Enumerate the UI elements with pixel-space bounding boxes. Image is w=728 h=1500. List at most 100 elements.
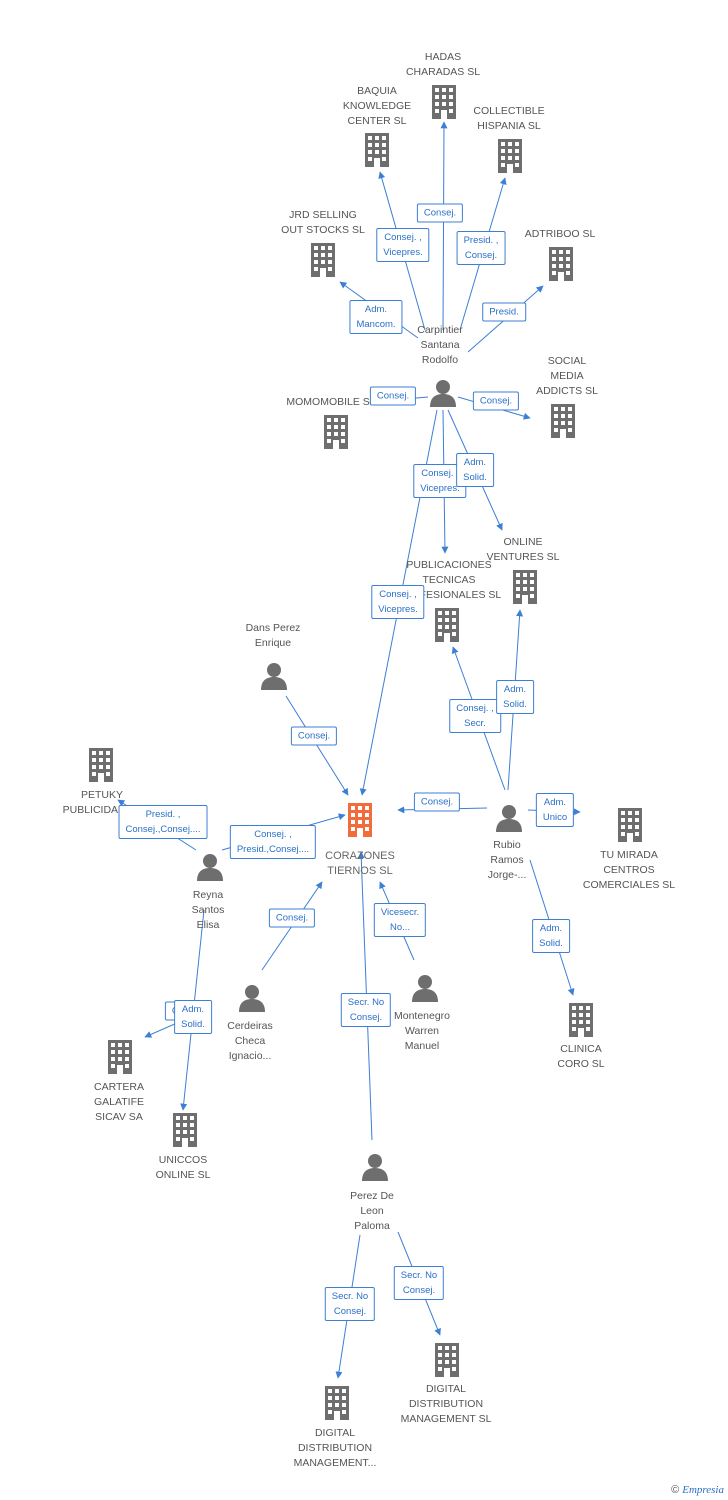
brand-logo[interactable]: Empresia	[682, 1484, 724, 1496]
edge-label-carpintier-to-momomobile[interactable]: Consej.	[369, 386, 417, 406]
node-label-line: CLINICA	[560, 1043, 602, 1055]
building-icon-petuky[interactable]	[89, 748, 113, 782]
node-label-line: Ignacio...	[228, 1050, 272, 1062]
building-icon-clinica[interactable]	[569, 1003, 593, 1037]
edge-label-cerdeiras-to-center[interactable]: Consej.	[268, 908, 316, 928]
edge-label-reyna-to-center[interactable]: Consej. ,Presid.,Consej....	[229, 825, 317, 859]
edge-label-reyna-to-uniccos[interactable]: Adm.Solid.	[174, 1000, 212, 1034]
edge-role-text: Presid.	[489, 306, 519, 318]
building-icon-momomobile[interactable]	[324, 415, 348, 449]
building-icon-social[interactable]	[551, 404, 575, 438]
edge-label-carpintier-to-center[interactable]: Consej. ,Vicepres.	[371, 585, 425, 619]
edge-role-text: Consej.	[420, 796, 454, 808]
building-icon-publicaciones[interactable]	[435, 608, 459, 642]
edge-label-carpintier-to-social[interactable]: Consej.	[472, 391, 520, 411]
edge-label-rubio-to-tumirada[interactable]: Adm.Unico	[535, 793, 575, 827]
node-label-line: SOCIAL	[547, 355, 587, 367]
edge-role-text: Consej.,Consej....	[125, 824, 201, 835]
building-icon-collectible[interactable]	[498, 139, 522, 173]
node-label-line: ONLINE SL	[155, 1169, 211, 1181]
edge-role-text: No...	[389, 922, 411, 933]
person-icon-rubio[interactable]	[496, 805, 522, 832]
building-icon-baquia[interactable]	[365, 133, 389, 167]
node-label-line: Elisa	[196, 919, 220, 931]
building-icon-cartera[interactable]	[108, 1040, 132, 1074]
edge-label-carpintier-to-adtriboo[interactable]: Presid.	[482, 302, 526, 322]
node-label-line: Santos	[191, 904, 225, 916]
building-icon-digital1[interactable]	[435, 1343, 459, 1377]
edge-label-dans-to-center[interactable]: Consej.	[290, 726, 338, 746]
edge-role-text: Presid.,Consej....	[236, 844, 310, 855]
building-icon-adtriboo[interactable]	[549, 247, 573, 281]
person-icon-cerdeiras[interactable]	[239, 985, 265, 1012]
node-label-line: MANAGEMENT SL	[400, 1413, 492, 1425]
edge-role-text: Adm.	[539, 923, 563, 934]
edge-carpintier-to-hadas	[440, 121, 448, 331]
copyright-icon: ©	[671, 1484, 680, 1496]
node-label-line: Checa	[234, 1035, 266, 1047]
edge-label-rubio-to-publicaciones[interactable]: Consej. ,Secr.	[449, 699, 501, 733]
building-icon-uniccos[interactable]	[173, 1113, 197, 1147]
node-label-line: SICAV SA	[95, 1111, 143, 1123]
edge-label-carpintier-to-online[interactable]: Adm.Solid.	[456, 453, 494, 487]
person-icon-reyna[interactable]	[197, 854, 223, 881]
node-label-line: Dans Perez	[245, 622, 301, 634]
building-icon-hadas[interactable]	[432, 85, 456, 119]
edge-label-rubio-to-online[interactable]: Adm.Solid.	[496, 680, 534, 714]
building-icon-tumirada[interactable]	[618, 808, 642, 842]
edge-label-rubio-to-clinica[interactable]: Adm. Solid.	[532, 919, 570, 953]
node-label-line: Rubio	[493, 839, 521, 851]
footer: © Empresia	[671, 1484, 724, 1496]
node-label-line: Reyna	[192, 889, 224, 901]
edge-role-text: Consej. ,	[384, 232, 422, 243]
building-icon-online[interactable]	[513, 570, 537, 604]
edge-label-reyna-to-petuky[interactable]: Presid. ,Consej.,Consej....	[118, 805, 208, 839]
edge-role-text: Presid. ,	[463, 235, 499, 246]
edge-label-rubio-to-center[interactable]: Consej.	[413, 792, 461, 812]
building-icon-digital2[interactable]	[325, 1386, 349, 1420]
company-label-momomobile[interactable]: MOMOMOBILE SL	[286, 395, 375, 410]
building-icon-jrd[interactable]	[311, 243, 335, 277]
person-icon-perez[interactable]	[362, 1154, 388, 1181]
edge-label-carpintier-to-collectible[interactable]: Presid. ,Consej.	[456, 231, 506, 265]
person-icon-carpintier[interactable]	[430, 380, 456, 407]
edge-label-carpintier-to-hadas[interactable]: Consej.	[416, 203, 464, 223]
company-label-adtriboo[interactable]: ADTRIBOO SL	[525, 227, 596, 242]
edge-label-carpintier-to-jrd[interactable]: Adm.Mancom.	[349, 300, 403, 334]
center-company-building-icon[interactable]	[348, 803, 372, 837]
edge-label-montenegro-to-center[interactable]: Vicesecr.No...	[373, 903, 427, 937]
node-label-line: CARTERA	[94, 1081, 144, 1093]
edge-role-text: Adm.	[364, 304, 388, 315]
edge-role-text: Solid.	[539, 938, 563, 949]
person-icon-dans[interactable]	[261, 663, 287, 690]
node-label-line: DISTRIBUTION	[297, 1442, 373, 1454]
edge-label-carpintier-to-baquia[interactable]: Consej. , Vicepres.	[376, 228, 430, 262]
node-label-line: MEDIA	[550, 370, 584, 382]
edge-role-text: Unico	[542, 812, 568, 823]
person-icon-montenegro[interactable]	[412, 975, 438, 1002]
edge-role-text: Vicepres.	[383, 247, 423, 258]
